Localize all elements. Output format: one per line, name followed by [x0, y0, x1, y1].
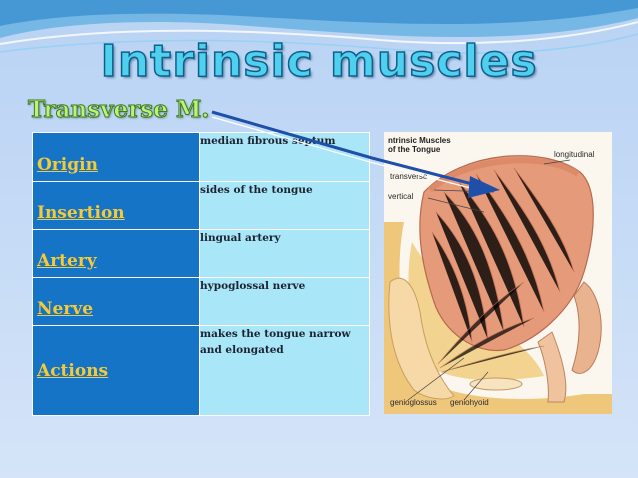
table-row: Origin median fibrous septum	[32, 132, 370, 182]
row-value-cell: median fibrous septum	[199, 132, 370, 182]
label-geniohyoid: geniohyoid	[450, 398, 489, 407]
actions-link[interactable]: Actions	[37, 361, 109, 381]
label-genioglossus: genioglossus	[390, 398, 437, 407]
row-value-cell: sides of the tongue	[199, 181, 370, 230]
header-swoosh	[0, 0, 638, 54]
table-row: Nerve hypoglossal nerve	[32, 277, 370, 326]
row-label-cell: Origin	[32, 132, 200, 182]
row-value-cell: makes the tongue narrow and elongated	[199, 325, 370, 416]
label-vertical: vertical	[388, 192, 414, 201]
table-row: Actions makes the tongue narrow and elon…	[32, 325, 370, 416]
illustration-title: ntrinsic Muscles of the Tongue	[388, 136, 451, 155]
row-label-cell: Artery	[32, 229, 200, 278]
row-label-cell: Nerve	[32, 277, 200, 326]
row-value-cell: hypoglossal nerve	[199, 277, 370, 326]
table-row: Insertion sides of the tongue	[32, 181, 370, 230]
label-longitudinal: longitudinal	[554, 150, 595, 159]
artery-link[interactable]: Artery	[37, 251, 97, 271]
table-row: Artery lingual artery	[32, 229, 370, 278]
tongue-illustration-art	[384, 155, 612, 414]
row-value-cell: lingual artery	[199, 229, 370, 278]
label-transverse: transverse	[390, 172, 428, 181]
insertion-link[interactable]: Insertion	[37, 203, 125, 223]
origin-link[interactable]: Origin	[37, 155, 98, 175]
nerve-link[interactable]: Nerve	[37, 299, 94, 319]
row-label-cell: Actions	[32, 325, 200, 416]
slide-title: Intrinsic muscles	[100, 35, 538, 88]
row-label-cell: Insertion	[32, 181, 200, 230]
tongue-muscles-illustration: ntrinsic Muscles of the Tongue transvers…	[384, 132, 612, 414]
slide-subtitle: Transverse M.	[27, 96, 210, 124]
muscle-info-table: Origin median fibrous septum Insertion s…	[32, 132, 370, 416]
